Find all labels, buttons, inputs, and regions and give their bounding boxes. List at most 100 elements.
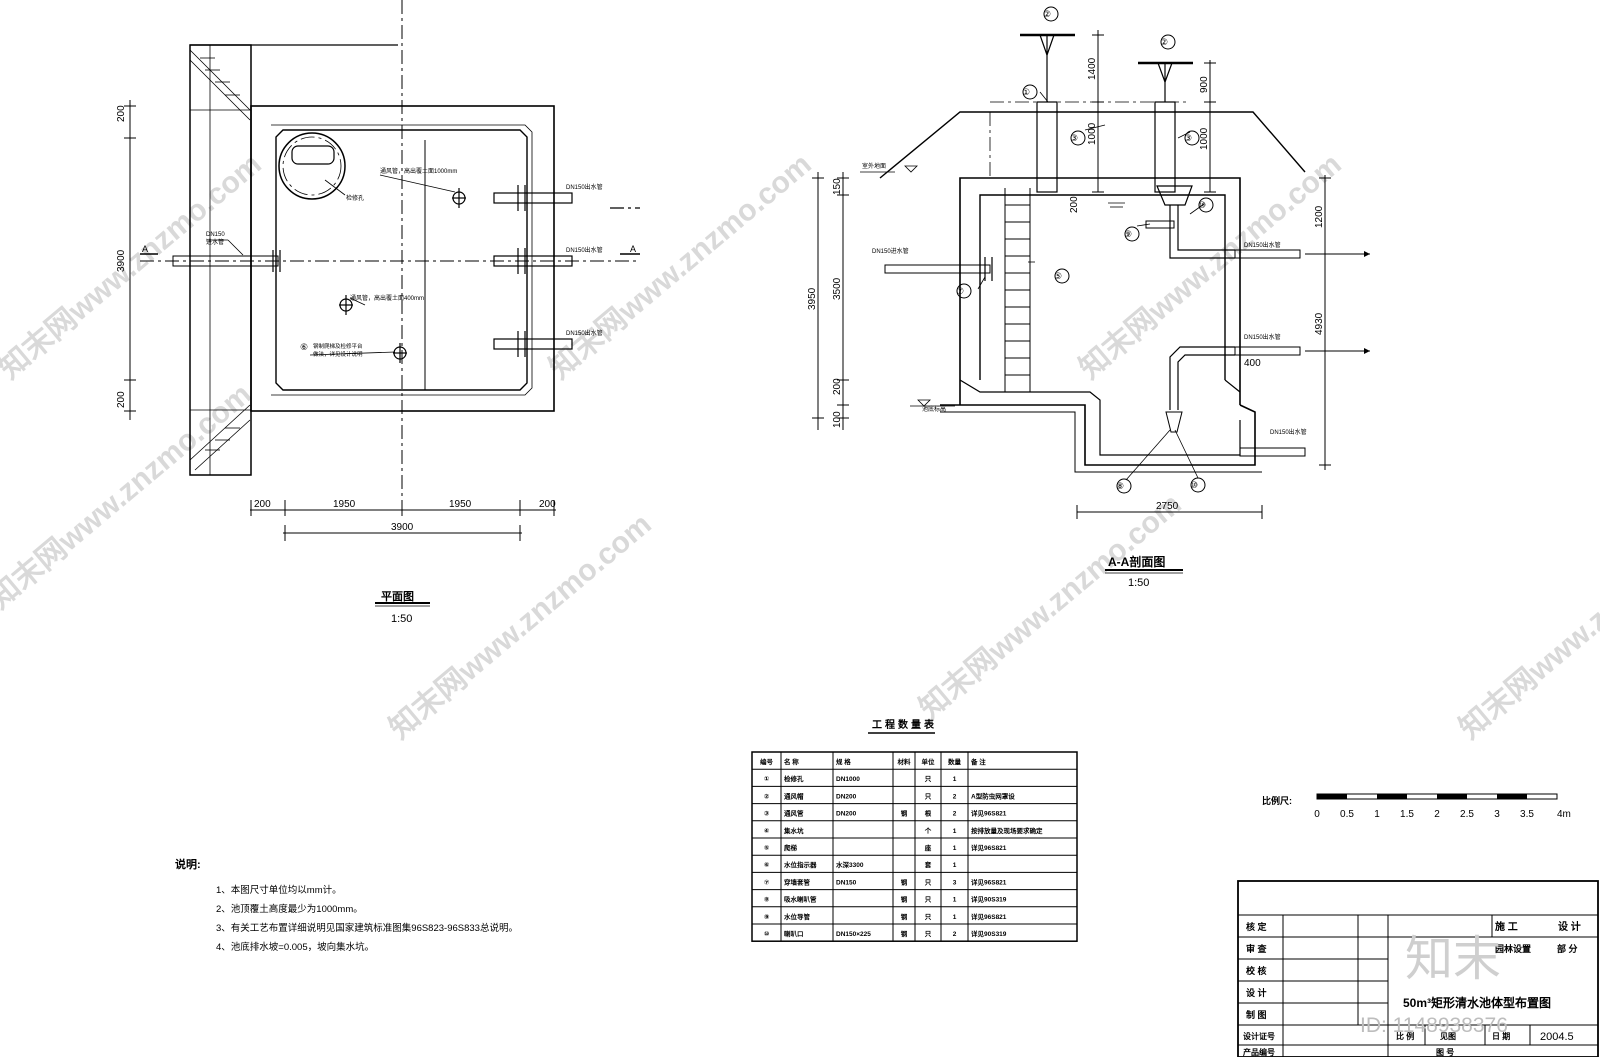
title-block bbox=[1237, 880, 1599, 1057]
table-cell: A型防虫网罩设 bbox=[971, 791, 1015, 800]
note-1: 1、本图尺寸单位均以mm计。 bbox=[216, 884, 342, 896]
table-cell: DN150×225 bbox=[836, 931, 871, 938]
table-cell: ⑩ bbox=[764, 931, 770, 938]
callout-3b: ③ bbox=[1184, 133, 1192, 143]
sec-dim-1400: 1400 bbox=[1087, 57, 1098, 80]
table-header-cell: 规 格 bbox=[836, 757, 851, 766]
table-cell: 1 bbox=[953, 776, 957, 783]
watermark-text: 知末网www.znzmo.com bbox=[383, 508, 657, 746]
plan-vent-label-1: 通风管，高出覆土面1000mm bbox=[380, 167, 457, 175]
sec-dim-3950: 3950 bbox=[807, 287, 818, 310]
scale-tick-label: 0 bbox=[1314, 809, 1320, 820]
table-cell: 2 bbox=[953, 811, 957, 818]
table-cell: ⑤ bbox=[764, 845, 770, 852]
tb-row-3: 校 核 bbox=[1246, 965, 1267, 976]
sec-ground-label: 室外地面 bbox=[862, 162, 886, 170]
callout-9: ⑨ bbox=[1124, 229, 1132, 239]
notes-title: 说明: bbox=[175, 857, 201, 871]
table-cell: ④ bbox=[764, 828, 770, 835]
callout-10a: ⑩ bbox=[1198, 200, 1206, 210]
callout-2a: ② bbox=[1043, 9, 1051, 19]
plan-side-bottom: 200 bbox=[116, 391, 127, 408]
table-header-cell: 单位 bbox=[922, 757, 936, 766]
table-cell: 只 bbox=[925, 913, 932, 921]
table-cell: 1 bbox=[953, 897, 957, 904]
table-cell: 个 bbox=[924, 826, 932, 835]
watermark-text: 知末网www.znzmo.com bbox=[543, 148, 817, 386]
plan-view bbox=[124, 0, 640, 607]
table-cell: 穿墙套管 bbox=[784, 877, 811, 886]
plan-dim-right: 200 bbox=[539, 499, 556, 510]
table-cell: 套 bbox=[925, 860, 932, 869]
tb-row-6: 设计证号 bbox=[1243, 1031, 1275, 1041]
tb-row-2: 审 查 bbox=[1246, 943, 1268, 954]
watermarks: 知末网www.znzmo.com 知末网www.znzmo.com 知末网www… bbox=[0, 148, 1600, 746]
plan-outlet-1: DN150出水管 bbox=[566, 183, 603, 191]
tb-part: 部 分 bbox=[1557, 943, 1578, 954]
note-4: 4、池底排水坡=0.005，坡向集水坑。 bbox=[216, 941, 374, 953]
note-3: 3、有关工艺布置详细说明见国家建筑标准图集96S823-96S833总说明。 bbox=[216, 922, 518, 934]
table-cell: 集水坑 bbox=[783, 826, 804, 835]
section-inner-wall bbox=[979, 194, 1226, 380]
table-cell: 详见96S821 bbox=[971, 809, 1007, 818]
watermark-text: 知末网www.znzmo.com bbox=[913, 488, 1187, 726]
sec-dim-1200: 1200 bbox=[1314, 205, 1325, 228]
plan-outlet-2: DN150出水管 bbox=[566, 246, 603, 254]
sec-dim-1000a: 1000 bbox=[1087, 122, 1098, 145]
scale-tick-label: 2.5 bbox=[1460, 809, 1474, 820]
sec-dim-150: 150 bbox=[832, 178, 843, 195]
sec-outlet-2: DN150出水管 bbox=[1244, 333, 1281, 341]
callout-10b: ⑩ bbox=[1190, 480, 1198, 490]
tb-row-1: 核 定 bbox=[1246, 921, 1268, 932]
scale-tick-label: 1 bbox=[1374, 809, 1380, 820]
table-cell: DN1000 bbox=[836, 776, 860, 783]
table-cell: ② bbox=[764, 793, 770, 800]
plan-dim-total: 3900 bbox=[391, 522, 414, 533]
section-view bbox=[812, 6, 1370, 574]
tb-stage-b: 设 计 bbox=[1558, 920, 1581, 933]
table-cell: 只 bbox=[925, 775, 932, 783]
section-ladder bbox=[1004, 188, 1031, 392]
notes: 说明: 1、本图尺寸单位均以mm计。 2、池顶覆土高度最少为1000mm。 3、… bbox=[175, 857, 518, 953]
table-header-cell: 备 注 bbox=[970, 757, 986, 766]
title-block-texts: 核 定 审 查 校 核 设 计 制 图 设计证号 产品编号 施 工 设 计 园林… bbox=[1243, 920, 1581, 1057]
table-cell: ⑥ bbox=[764, 862, 770, 869]
earth-hatch-bottom bbox=[189, 404, 251, 471]
table-cell: 吸水喇叭管 bbox=[784, 895, 817, 904]
scale-tick-label: 2 bbox=[1434, 809, 1440, 820]
watermark-text: 知末网www.znzmo.com bbox=[1453, 508, 1600, 746]
table-cell: 2 bbox=[953, 931, 957, 938]
table-cell: 按排放量及现场要求确定 bbox=[971, 826, 1043, 835]
table-cell: 1 bbox=[953, 828, 957, 835]
plan-vent-label-2: 通风管，高出覆土面400mm bbox=[350, 294, 424, 302]
sec-outlet-3: DN150出水管 bbox=[1270, 428, 1307, 436]
section-dim-left bbox=[812, 172, 849, 430]
table-header-cell: 编号 bbox=[760, 757, 774, 766]
tb-dept: 园林设置 bbox=[1495, 943, 1531, 954]
table-cell: 钢 bbox=[901, 809, 908, 818]
plan-scale: 1:50 bbox=[391, 613, 412, 625]
table-cell: 爬梯 bbox=[783, 843, 798, 852]
sec-outlet-1: DN150出水管 bbox=[1244, 241, 1281, 249]
table-cell: 2 bbox=[953, 793, 957, 800]
tb-row-5: 制 图 bbox=[1246, 1009, 1267, 1020]
table-cell: 详见96S821 bbox=[971, 877, 1007, 886]
earth-hatch-top bbox=[189, 49, 251, 121]
scale-bar-label: 比例尺: bbox=[1262, 795, 1292, 806]
table-cell: 钢 bbox=[901, 895, 908, 904]
section-texts: ② ② ① ③ ③ ⑤ ⑦ ⑧ ⑨ ⑩ ⑩ 1400 1000 900 1000… bbox=[807, 9, 1325, 589]
sec-dim-200b: 200 bbox=[832, 378, 843, 395]
plan-outlet-pipes bbox=[493, 185, 640, 357]
plan-ladder-note-2: 做法，详见设计说明 bbox=[313, 350, 363, 358]
plan-dim-left: 200 bbox=[254, 499, 271, 510]
table-cell: 通风管 bbox=[784, 809, 804, 818]
table-cell: 详见96S821 bbox=[971, 912, 1007, 921]
plan-manhole-label: 检修孔 bbox=[346, 194, 364, 202]
table-cell: 1 bbox=[953, 862, 957, 869]
section-scale: 1:50 bbox=[1128, 577, 1149, 589]
table-cell: 1 bbox=[953, 845, 957, 852]
tb-fig-label: 图 号 bbox=[1436, 1048, 1454, 1057]
table-cell: ⑦ bbox=[764, 879, 770, 886]
table-cell: 1 bbox=[953, 914, 957, 921]
